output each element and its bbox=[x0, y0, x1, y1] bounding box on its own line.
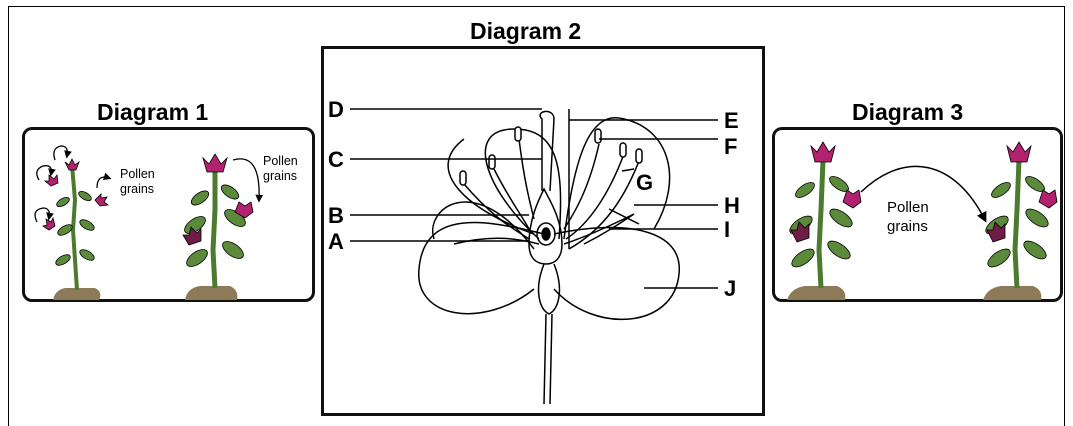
diagram-3-text-1: Pollen bbox=[887, 199, 929, 216]
diagram-1-right-text-2: grains bbox=[263, 169, 297, 183]
diagram-1-left-text-1: Pollen bbox=[120, 167, 155, 181]
diagram-1-illustration: Pollen grains Pollen grains bbox=[25, 130, 318, 305]
diagram-1-right-text-1: Pollen bbox=[263, 154, 298, 168]
diagram-1-title: Diagram 1 bbox=[97, 99, 208, 126]
label-leader-lines bbox=[350, 109, 718, 288]
petal-top-right bbox=[564, 118, 670, 239]
diagram-3-illustration: Pollen grains bbox=[775, 130, 1066, 305]
label-G: G bbox=[636, 170, 653, 195]
diagram-2-title: Diagram 2 bbox=[470, 18, 581, 45]
label-A: A bbox=[328, 229, 344, 254]
diagram-1-left-text-2: grains bbox=[120, 182, 154, 196]
diagram-3-text-2: grains bbox=[887, 218, 928, 235]
left-plant bbox=[787, 142, 861, 300]
label-C: C bbox=[328, 147, 344, 172]
diagram-2-panel: D C B A E F G H I J bbox=[321, 46, 765, 416]
flower-parts bbox=[419, 109, 680, 404]
right-plant bbox=[983, 142, 1057, 300]
diagram-3-title: Diagram 3 bbox=[852, 99, 963, 126]
diagram-3-panel: Pollen grains bbox=[772, 127, 1063, 302]
label-F: F bbox=[724, 134, 737, 159]
label-J: J bbox=[724, 276, 736, 301]
label-I: I bbox=[724, 217, 730, 242]
label-D: D bbox=[328, 97, 344, 122]
self-pollinating-plant: Pollen grains bbox=[35, 146, 155, 300]
flower-cross-section: D C B A E F G H I J bbox=[324, 49, 768, 419]
cross-pollinating-plant: Pollen grains bbox=[182, 154, 298, 300]
label-H: H bbox=[724, 193, 740, 218]
petal-top-left bbox=[485, 129, 560, 239]
label-B: B bbox=[328, 203, 344, 228]
label-E: E bbox=[724, 108, 739, 133]
diagram-1-panel: Pollen grains Pollen grains bbox=[22, 127, 315, 302]
